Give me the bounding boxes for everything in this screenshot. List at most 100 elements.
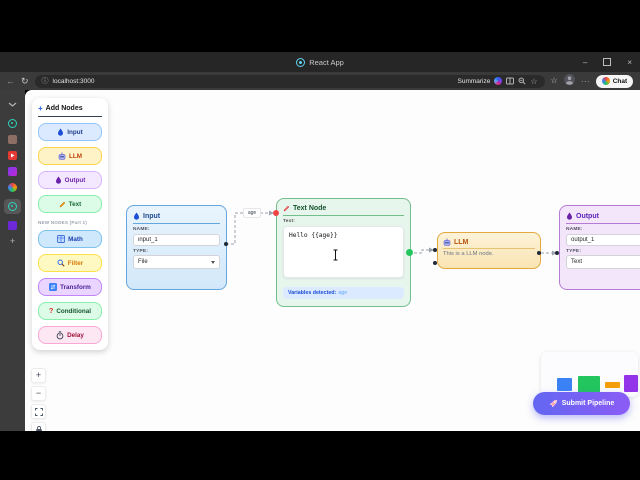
transform-icon — [49, 283, 58, 291]
refresh-icon[interactable]: ↻ — [21, 75, 29, 86]
handle-input-output[interactable] — [224, 242, 228, 246]
zoom-out-button[interactable]: − — [31, 386, 46, 401]
palette-item-label: Math — [68, 235, 83, 243]
text-content-area[interactable]: Hello {{age}} — [283, 225, 404, 278]
tab-favicon-vscode[interactable] — [8, 221, 17, 230]
text-cursor-ibeam — [333, 249, 338, 261]
palette-item-label: Text — [68, 200, 82, 208]
favorites-star-icon[interactable]: ☆ — [530, 76, 538, 86]
palette-item-delay[interactable]: Delay — [38, 326, 102, 344]
output-name-field[interactable] — [566, 233, 640, 246]
output-type-select[interactable]: Text — [566, 255, 640, 269]
node-text[interactable]: Text Node Text: Hello {{age}} Variables … — [276, 198, 411, 307]
minimize-button[interactable]: – — [582, 57, 588, 67]
back-icon[interactable]: ← — [6, 75, 15, 86]
node-output[interactable]: Output NAME: TYPE: Text — [559, 205, 640, 290]
edge-variable-text: age — [247, 210, 257, 216]
handle-llm-output[interactable] — [537, 251, 541, 255]
new-nodes-section-label: NEW NODES (Part 1) — [38, 220, 88, 225]
robot-icon — [58, 152, 66, 160]
palette-item-conditional[interactable]: ? Conditional — [38, 302, 102, 320]
node-llm-header: LLM — [443, 238, 535, 249]
node-text-header: Text Node — [283, 205, 404, 216]
type-label: TYPE: — [133, 248, 149, 254]
lock-button[interactable] — [31, 422, 46, 431]
input-icon — [58, 128, 64, 136]
input-name-field[interactable] — [133, 233, 220, 246]
more-menu-icon[interactable]: ··· — [580, 75, 590, 86]
memo-icon — [283, 205, 290, 212]
zoom-out-page-icon[interactable] — [518, 77, 526, 85]
fit-view-icon — [34, 407, 43, 416]
collections-star-icon[interactable]: ☆ — [550, 76, 558, 85]
react-logo-icon — [296, 57, 306, 67]
palette-item-output[interactable]: Output — [38, 171, 102, 189]
panel-title: Add Nodes — [45, 105, 83, 112]
fit-view-button[interactable] — [31, 404, 46, 419]
minimap-node-output — [624, 375, 638, 392]
selected-type: Text — [571, 259, 583, 265]
chat-label: Chat — [612, 77, 628, 85]
input-type-select[interactable]: File — [133, 255, 220, 269]
tab-favicon-multicolor[interactable] — [8, 183, 17, 192]
palette-item-input[interactable]: Input — [38, 123, 102, 141]
palette-item-filter[interactable]: Filter — [38, 254, 102, 272]
plus-icon: + — [38, 104, 43, 113]
name-label: NAME: — [133, 227, 150, 232]
vertical-tab-strip: + — [0, 90, 25, 431]
palette-item-text[interactable]: Text — [38, 195, 102, 213]
active-tab-react-app[interactable] — [4, 199, 21, 214]
lock-icon — [35, 426, 42, 431]
add-nodes-header: + Add Nodes — [38, 104, 102, 117]
variables-value: age — [338, 289, 348, 296]
minimap-node-llm — [605, 382, 620, 388]
palette-item-math[interactable]: Math — [38, 230, 102, 248]
tab-favicon-brown[interactable] — [8, 135, 17, 144]
new-tab-button[interactable]: + — [9, 236, 16, 246]
maximize-button[interactable] — [603, 58, 612, 66]
name-label: NAME: — [566, 227, 583, 232]
palette-item-label: Output — [64, 176, 86, 184]
palette-item-llm[interactable]: LLM — [38, 147, 102, 165]
summarize-button[interactable]: Summarize — [457, 77, 491, 85]
chevron-down-icon — [211, 260, 215, 264]
minimap[interactable] — [541, 352, 638, 397]
search-icon — [57, 259, 65, 267]
llm-description: This is a LLM node. — [443, 251, 494, 257]
address-bar[interactable]: ⓘ localhost:3000 Summarize ☆ — [34, 74, 545, 88]
math-icon — [57, 235, 65, 243]
handle-llm-input-2[interactable] — [433, 261, 437, 265]
node-llm[interactable]: LLM This is a LLM node. — [437, 232, 541, 269]
palette-item-transform[interactable]: Transform — [38, 278, 102, 296]
handle-output-input[interactable] — [555, 251, 559, 255]
type-label: TYPE: — [566, 248, 582, 254]
variables-banner: Variables detected: age — [283, 286, 404, 299]
tab-favicon-purple[interactable] — [8, 167, 17, 176]
handle-text-var-input[interactable] — [273, 210, 279, 216]
submit-pipeline-button[interactable]: Submit Pipeline — [533, 392, 630, 415]
node-title: Output — [576, 212, 599, 220]
pipeline-canvas[interactable]: + Add Nodes Input LLM Output Text NEW NO… — [25, 90, 640, 431]
memo-icon — [59, 201, 66, 207]
palette-item-label: LLM — [69, 152, 82, 160]
copilot-icon[interactable] — [494, 77, 503, 85]
palette-item-label: Conditional — [56, 307, 91, 315]
collapse-chevron-icon[interactable] — [8, 94, 17, 112]
chat-button[interactable]: Chat — [595, 74, 634, 88]
text-label: Text: — [283, 219, 296, 224]
url-text[interactable]: localhost:3000 — [52, 77, 95, 85]
handle-llm-input-1[interactable] — [433, 248, 437, 252]
split-screen-icon[interactable] — [506, 77, 515, 85]
close-button[interactable]: × — [627, 57, 632, 67]
tab-favicon-react[interactable] — [8, 119, 17, 128]
profile-avatar[interactable] — [563, 72, 575, 90]
zoom-in-button[interactable]: + — [31, 368, 46, 383]
node-title: LLM — [454, 238, 469, 246]
handle-text-output[interactable] — [406, 249, 413, 256]
tab-favicon-video[interactable] — [8, 151, 17, 160]
edge-variable-label: age — [243, 208, 261, 218]
chat-icon — [601, 77, 610, 85]
site-info-icon[interactable]: ⓘ — [41, 78, 49, 85]
node-input[interactable]: Input NAME: TYPE: File — [126, 205, 227, 290]
rocket-icon — [549, 399, 557, 408]
